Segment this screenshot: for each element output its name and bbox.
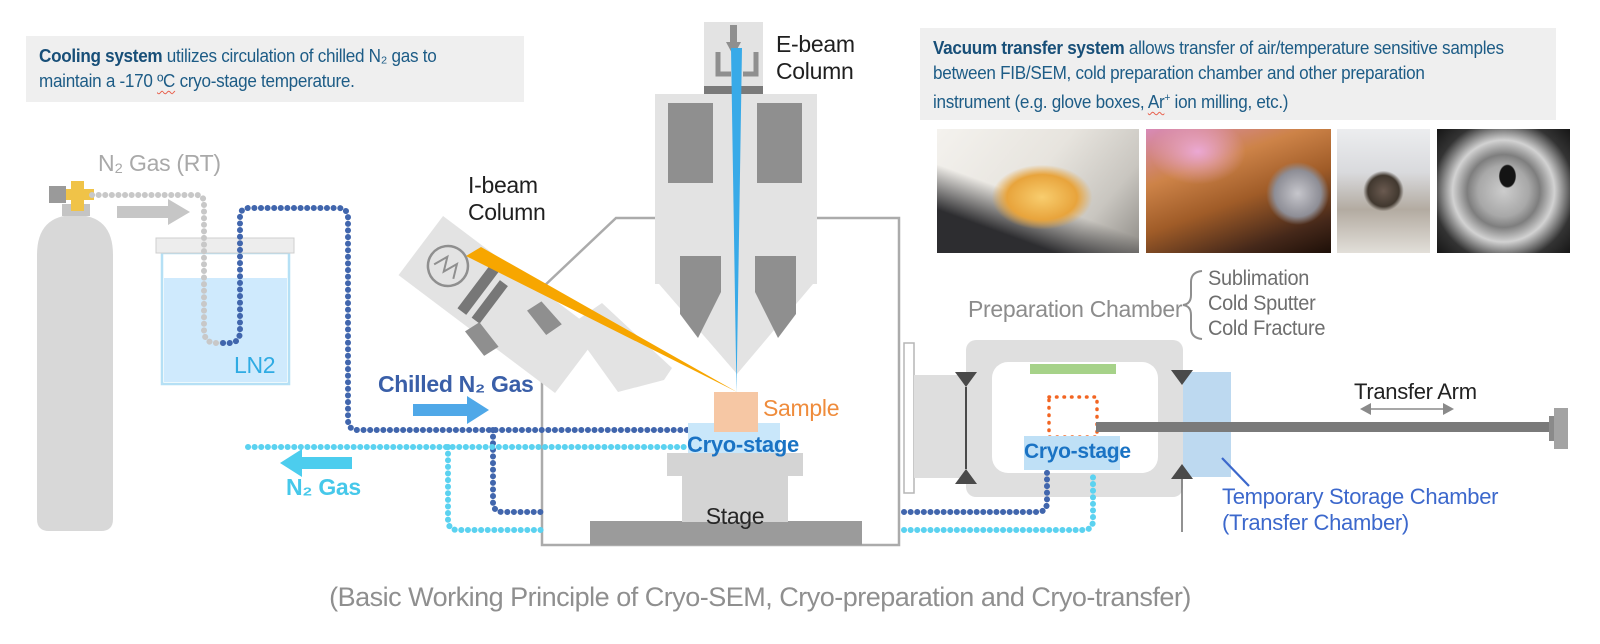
figure-caption: (Basic Working Principle of Cryo-SEM, Cr… [329, 582, 1191, 612]
list-item: Cold Sputter [1208, 292, 1316, 315]
prep-cryo-stage [1024, 436, 1120, 470]
transfer-arm-rod [1096, 408, 1568, 449]
chilled-gas-arrow-icon [413, 396, 489, 424]
gate-valve-right [1171, 370, 1193, 532]
vacuum-note-line1: Vacuum transfer system allows transfer o… [933, 38, 1504, 58]
chilled-n2-branch-left [490, 427, 547, 515]
gas-pipes [89, 192, 1096, 533]
sputter-head-bar [1030, 364, 1116, 374]
i-beam-column [398, 215, 672, 394]
functions-brace [1182, 270, 1203, 340]
cooling-note-line1: Cooling system utilizes circulation of c… [39, 46, 437, 66]
ln2-label: LN2 [234, 352, 276, 378]
transfer-arm-label: Transfer Arm [1354, 379, 1477, 404]
vacuum-note-line2: between FIB/SEM, cold preparation chambe… [933, 63, 1425, 83]
list-item: Sublimation [1208, 267, 1310, 290]
chamber-connector [903, 342, 967, 494]
storage-chamber-label: Temporary Storage Chamber (Transfer Cham… [1222, 484, 1499, 535]
vacuum-note-line3: instrument (e.g. glove boxes, Ar+ ion mi… [933, 92, 1289, 112]
photo-cold-stage-device [1337, 129, 1430, 253]
chilled-n2-branch-right [901, 468, 1050, 515]
prep-functions-list: Sublimation Cold Sputter Cold Fracture [1208, 266, 1325, 341]
return-n2-branch-left [445, 444, 547, 533]
sample-block [714, 392, 758, 432]
transfer-arm-motion-arrow [1360, 403, 1454, 415]
ln2-dewar [155, 237, 295, 386]
stage-body [682, 476, 788, 522]
vacuum-transfer-note: Vacuum transfer system allows transfer o… [920, 28, 1556, 120]
n2-gas-rt-label: N₂ Gas (RT) [98, 150, 221, 176]
sem-cryo-stage-label: Cryo-stage [687, 432, 799, 457]
return-n2-branch-right [901, 468, 1096, 533]
lens-right [757, 103, 802, 183]
prep-cryo-stage-label: Cryo-stage [1024, 440, 1131, 463]
chamber-base [590, 521, 862, 545]
lens-left [668, 103, 713, 183]
ln2-liquid [164, 278, 287, 382]
ion-beam [466, 247, 737, 392]
photo-transfer-chamber-exterior [937, 129, 1139, 253]
ibeam-column-label: I-beam Column [468, 172, 546, 225]
ebeam-column-label: E-beam Column [776, 31, 855, 84]
chilled-n2-label: Chilled N₂ Gas [378, 371, 534, 397]
cooling-system-note: Cooling system utilizes circulation of c… [26, 36, 524, 102]
regulator-block [49, 186, 66, 203]
stage-label: Stage [705, 503, 765, 529]
storage-label-pointer [1221, 457, 1250, 487]
photo-storage-dewar-top [1437, 129, 1570, 253]
preparation-chamber [966, 340, 1183, 497]
cooling-note-line2: maintain a -170 ºC cryo-stage temperatur… [39, 71, 355, 91]
ion-source-icon [426, 244, 470, 288]
n2-gas-cylinder [37, 181, 113, 531]
rod-handle [1554, 408, 1568, 449]
stage-stack [590, 392, 862, 545]
i-beam-snout [570, 303, 672, 392]
sample-label: Sample [763, 395, 840, 421]
list-item: Cold Fracture [1208, 317, 1326, 340]
warm-gas-arrow-icon [117, 199, 190, 225]
dewar-lid [155, 237, 295, 254]
n2-return-label: N₂ Gas [286, 474, 361, 500]
gate-valve-left [955, 372, 977, 484]
return-gas-arrow-icon [280, 449, 352, 477]
chilled-n2-supply-pipe [220, 205, 690, 433]
electron-beam [731, 48, 742, 393]
preparation-chamber-label: Preparation Chamber [968, 296, 1183, 322]
photo-chamber-interior-plasma [1146, 129, 1331, 253]
warm-n2-pipe [89, 192, 226, 346]
stage-top [667, 453, 803, 476]
